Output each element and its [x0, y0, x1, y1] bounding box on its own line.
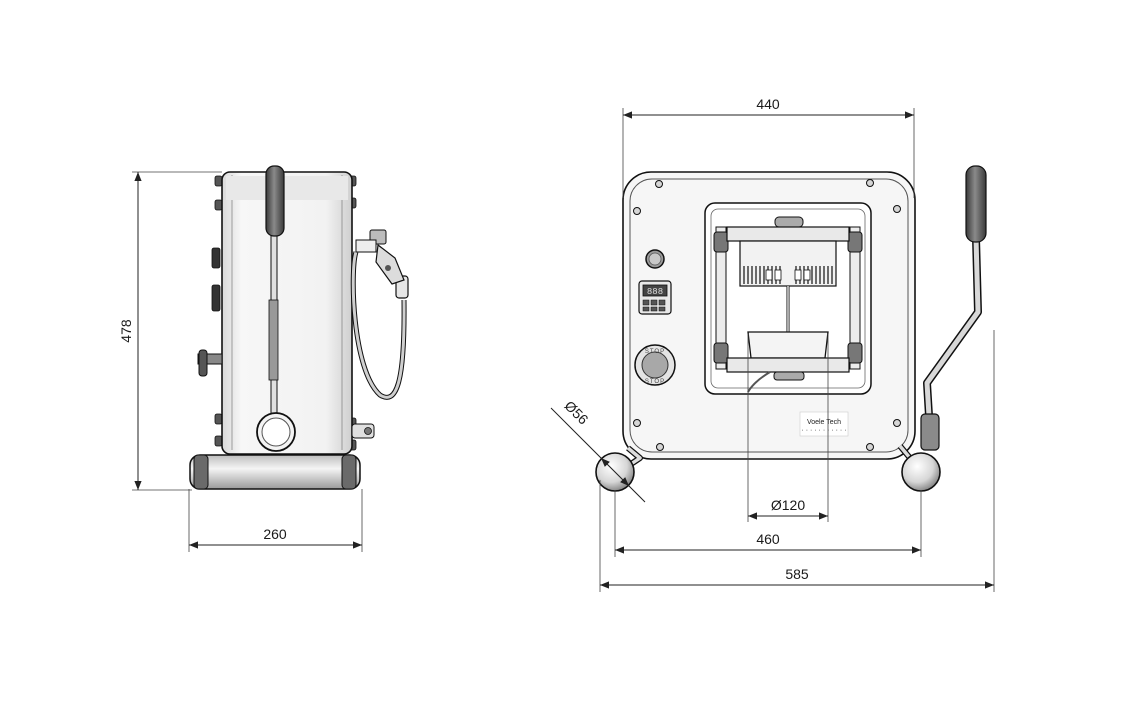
brand-label: Voele Tech [807, 419, 841, 426]
side-view: 478 260 [118, 165, 409, 552]
dim-wheelbase: 460 [614, 490, 922, 557]
side-lever [256, 165, 296, 452]
control-panel: 888 STOP STOP [634, 249, 676, 386]
dim-platen-diameter: Ø120 [747, 334, 829, 522]
dim-label-260: 260 [263, 526, 287, 542]
front-handle [920, 165, 987, 451]
dim-label-585: 585 [785, 566, 809, 582]
front-bolts [633, 179, 901, 451]
dim-overall: 585 [599, 330, 995, 592]
dim-label-478: 478 [118, 319, 134, 343]
right-wheel [901, 452, 941, 492]
side-bracket [351, 423, 375, 439]
side-knob [197, 349, 223, 377]
side-body [221, 171, 353, 455]
lower-platen [726, 331, 850, 393]
brand-sub: · · · · · · · · · · · [801, 427, 846, 434]
front-view: 888 STOP STOP Voele Tech · · · · · · · ·… [550, 96, 995, 592]
display-readout: 888 [647, 287, 663, 297]
brand-plate: Voele Tech · · · · · · · · · · · [799, 411, 849, 437]
dim-label-460: 460 [756, 531, 780, 547]
upper-platen [726, 216, 850, 287]
dim-side-height: 478 [118, 171, 222, 491]
guide-rods [713, 226, 863, 370]
dim-side-width: 260 [188, 489, 363, 552]
cable-plug [350, 229, 409, 400]
dim-label-440: 440 [756, 96, 780, 112]
stop-label-top: STOP [645, 349, 665, 355]
stop-label-bottom: STOP [645, 379, 665, 385]
side-base [189, 454, 361, 490]
dim-front-440: 440 [622, 96, 915, 198]
dim-label-o120: Ø120 [771, 497, 805, 513]
